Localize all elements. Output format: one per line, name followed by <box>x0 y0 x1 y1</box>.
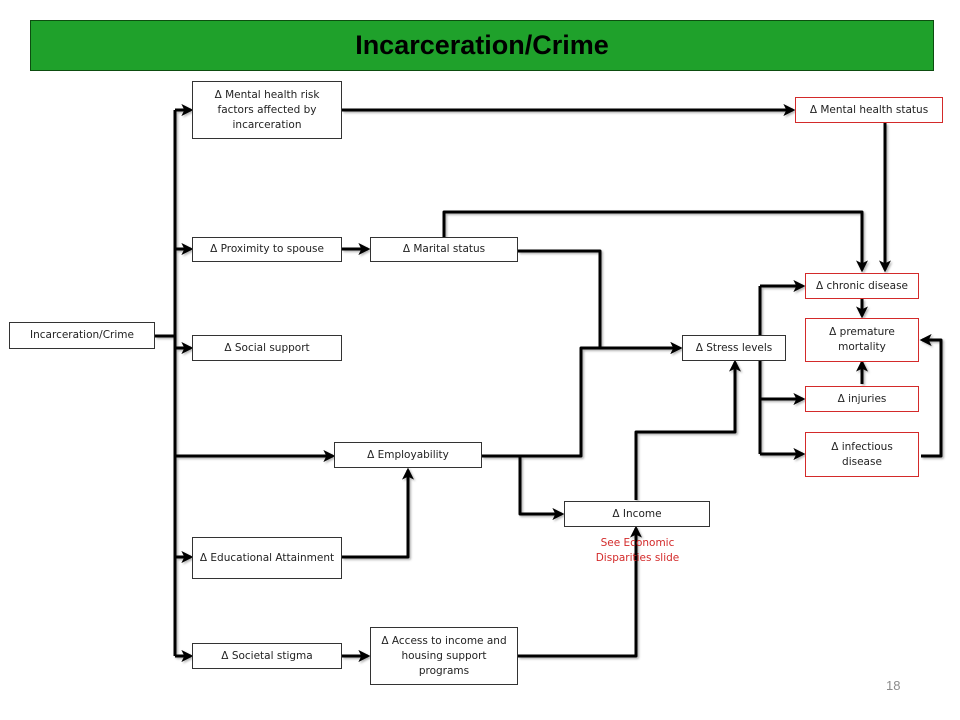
edge-marital-to-chronic <box>442 210 868 273</box>
node-infectious-disease: Δ infectious disease <box>805 432 919 477</box>
node-injuries: Δ injuries <box>805 386 919 412</box>
node-stress-levels: Δ Stress levels <box>682 335 786 361</box>
node-societal-stigma: Δ Societal stigma <box>192 643 342 669</box>
edge-marital-to-stress <box>518 249 683 354</box>
edge-employability-to-stress <box>482 342 683 458</box>
slide-title: Incarceration/Crime <box>355 30 609 60</box>
slide-title-bar: Incarceration/Crime <box>30 20 934 71</box>
edge-education-to-employability <box>342 467 414 559</box>
node-marital-status: Δ Marital status <box>370 237 518 262</box>
node-mental-health-risk-factors: Δ Mental health risk factors affected by… <box>192 81 342 139</box>
edge-employability-to-income <box>518 456 565 520</box>
node-social-support: Δ Social support <box>192 335 342 361</box>
node-mental-health-status: Δ Mental health status <box>795 97 943 123</box>
node-proximity-to-spouse: Δ Proximity to spouse <box>192 237 342 262</box>
node-educational-attainment: Δ Educational Attainment <box>192 537 342 579</box>
node-chronic-disease: Δ chronic disease <box>805 273 919 299</box>
node-income: Δ Income <box>564 501 710 527</box>
node-employability: Δ Employability <box>334 442 482 468</box>
node-access-to-support-programs: Δ Access to income and housing support p… <box>370 627 518 685</box>
edge-income-to-stress <box>634 359 741 500</box>
see-economic-disparities-note: See Economic Disparities slide <box>595 537 680 564</box>
node-incarceration-crime: Incarceration/Crime <box>9 322 155 349</box>
edge-infectious-to-premature <box>919 334 943 458</box>
node-premature-mortality: Δ premature mortality <box>805 318 919 362</box>
edge-access-to-income <box>518 525 642 658</box>
page-number: 18 <box>886 678 901 693</box>
